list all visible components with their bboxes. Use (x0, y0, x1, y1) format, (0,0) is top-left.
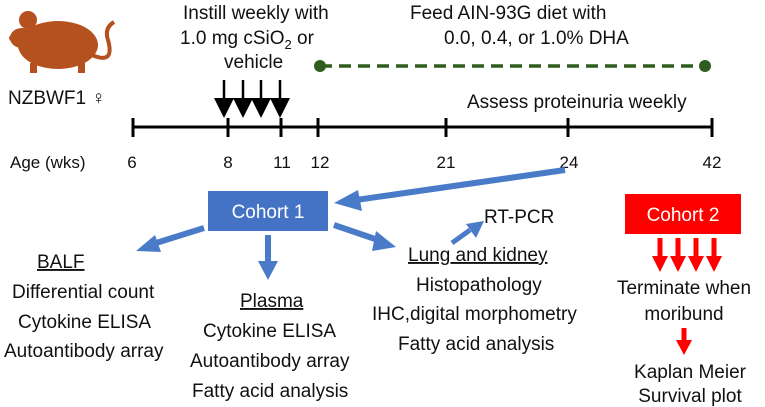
cohort1-label: Cohort 1 (232, 202, 305, 223)
instill-arrows (214, 80, 290, 118)
arrow-to-cohort1 (334, 167, 566, 211)
lung-kidney-item: IHC,digital morphometry (372, 304, 577, 325)
plasma-item: Cytokine ELISA (203, 321, 336, 342)
feed-line2: 0.0, 0.4, or 1.0% DHA (444, 28, 629, 49)
age-axis-label: Age (wks) (10, 153, 86, 172)
cohort1-box: Cohort 1 (208, 191, 328, 231)
plasma-item: Fatty acid analysis (192, 381, 348, 402)
strain-label: NZBWF1 ♀ (8, 88, 106, 109)
terminate-line2: moribund (644, 304, 723, 325)
cohort2-label: Cohort 2 (647, 205, 720, 226)
timeline-axis (131, 118, 714, 137)
balf-item: Cytokine ELISA (18, 312, 151, 333)
plasma-title: Plasma (240, 291, 304, 312)
tick-label: 12 (311, 153, 330, 172)
feed-line1: Feed AIN-93G diet with (410, 3, 606, 24)
lung-kidney-item: Histopathology (416, 275, 542, 296)
rtpcr-label: RT-PCR (484, 207, 554, 228)
assess-label: Assess proteinuria weekly (467, 92, 687, 113)
instill-line1: Instill weekly with (183, 3, 329, 24)
km-line1: Kaplan Meier (634, 362, 747, 383)
mouse-icon (9, 11, 116, 73)
instill-line2: 1.0 mg cSiO2 or (180, 28, 315, 52)
cohort2-box: Cohort 2 (625, 194, 741, 234)
cohort1-arrows (136, 221, 484, 280)
lung-kidney-item: Fatty acid analysis (398, 334, 554, 355)
balf-title: BALF (37, 252, 85, 273)
tick-label: 42 (703, 153, 722, 172)
cohort2-arrows (652, 238, 722, 272)
km-line2: Survival plot (638, 386, 742, 407)
diet-period-line (314, 60, 711, 72)
plasma-item: Autoantibody array (190, 351, 350, 372)
terminate-line1: Terminate when (617, 278, 751, 299)
tick-label: 8 (223, 153, 232, 172)
tick-label: 6 (127, 153, 136, 172)
km-arrow (676, 328, 692, 355)
tick-label: 21 (437, 153, 456, 172)
instill-line3: vehicle (224, 52, 283, 73)
lung-kidney-title: Lung and kidney (408, 245, 548, 266)
tick-label: 11 (273, 153, 291, 172)
balf-item: Autoantibody array (4, 341, 164, 362)
balf-item: Differential count (12, 282, 155, 303)
